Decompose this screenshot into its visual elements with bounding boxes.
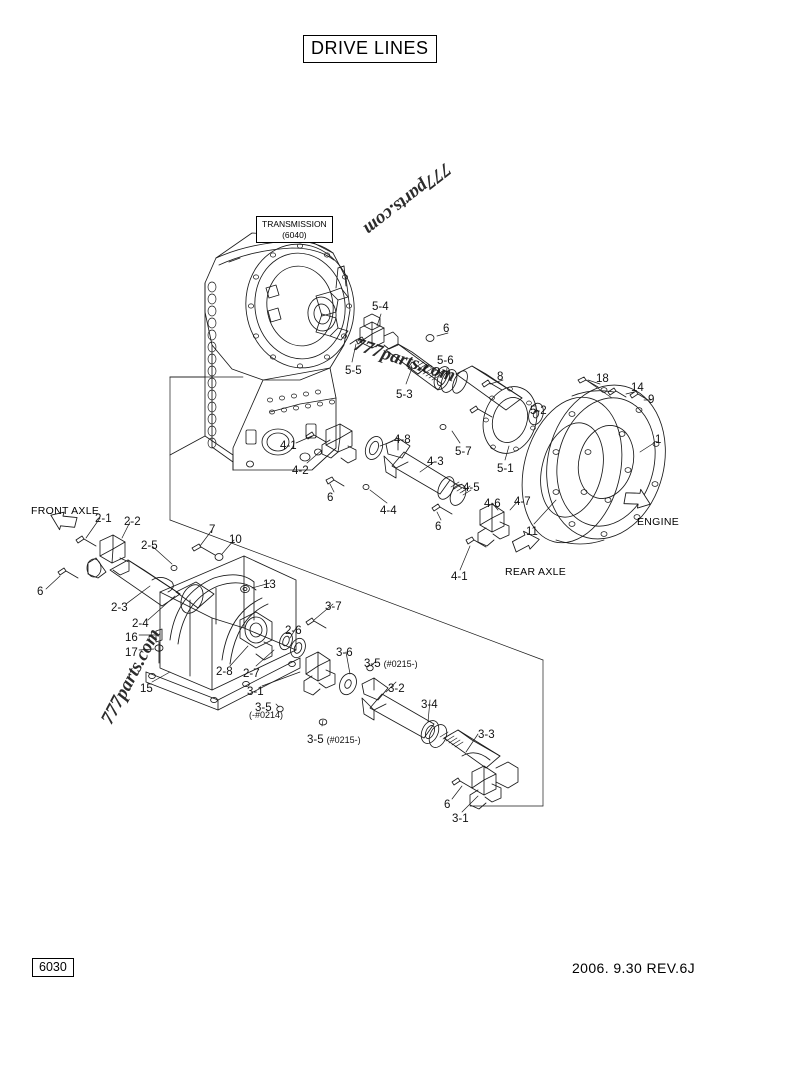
callout-number: 4-2 — [292, 465, 309, 477]
callout-number: 2-3 — [111, 602, 128, 614]
callout-number: 4-8 — [394, 434, 411, 446]
callout-number: 17 — [125, 647, 138, 659]
revision-label: 2006. 9.30 REV.6J — [572, 960, 696, 976]
callout-number: 5-2 — [530, 405, 547, 417]
callout-number: 4-1 — [280, 440, 297, 452]
callout-number: 6 — [327, 492, 334, 504]
callout-number: 15 — [140, 683, 153, 695]
callout-number: 3-6 — [336, 647, 353, 659]
callout-number: 3-4 — [421, 699, 438, 711]
callout-number: 5-3 — [396, 389, 413, 401]
callout-number: 2-2 — [124, 516, 141, 528]
callout-number: 5-1 — [497, 463, 514, 475]
callout-number: 2-8 — [216, 666, 233, 678]
callout-number: 3-3 — [478, 729, 495, 741]
serial-range-note: (#0215-) — [326, 735, 361, 745]
callout-number: 4-5 — [463, 482, 480, 494]
callout-number: 16 — [125, 632, 138, 644]
callout-number: 6 — [443, 323, 450, 335]
callout-number: 2-5 — [141, 540, 158, 552]
callout-number: 6 — [435, 521, 442, 533]
callout-number-with-serial-range: 3-5(#0215-) — [307, 731, 361, 747]
callout-number: 10 — [229, 534, 242, 546]
callout-number: 3-2 — [388, 683, 405, 695]
transmission-reference-box: TRANSMISSION (6040) — [256, 216, 333, 244]
callout-number: 14 — [631, 382, 644, 394]
transmission-box-line1: TRANSMISSION — [262, 219, 327, 229]
callout-number: 4-7 — [514, 496, 531, 508]
callout-number: 2-7 — [243, 668, 260, 680]
callout-number: 7 — [209, 524, 216, 536]
callout-number: 13 — [263, 579, 276, 591]
callout-number: 3-5 — [307, 734, 324, 746]
callout-number: 3-1 — [247, 686, 264, 698]
transmission-box-line2: (6040) — [282, 229, 307, 240]
callout-number: 4-3 — [427, 456, 444, 468]
callout-number: 2-1 — [95, 513, 112, 525]
callout-number: 8 — [497, 371, 504, 383]
page-title: DRIVE LINES — [303, 35, 437, 63]
callout-number: 5-5 — [345, 365, 362, 377]
callout-number: 3-5 — [255, 702, 272, 714]
callout-number: 4-1 — [451, 571, 468, 583]
serial-range-note: (-#0214) — [249, 710, 284, 720]
callout-number: 1 — [655, 434, 662, 446]
callout-number-with-serial-range: 3-5(#0215-) — [364, 655, 418, 671]
callout-number: 3-1 — [452, 813, 469, 825]
engine-label: ENGINE — [637, 516, 680, 528]
callout-number-with-serial-range: 3-5 — [255, 699, 272, 715]
front-axle-label: FRONT AXLE — [31, 505, 100, 517]
callout-number: 4-6 — [484, 498, 501, 510]
rear-axle-label: REAR AXLE — [505, 566, 567, 578]
callout-number: 2-6 — [285, 625, 302, 637]
callout-number: 3-7 — [325, 601, 342, 613]
callout-number: 6 — [37, 586, 44, 598]
callout-number: 5-4 — [372, 301, 389, 313]
callout-number: 5-7 — [455, 446, 472, 458]
callout-number: 5-6 — [437, 355, 454, 367]
callout-number: 18 — [596, 373, 609, 385]
serial-range-note: (#0215-) — [383, 659, 418, 669]
callout-number: 6 — [444, 799, 451, 811]
page-code: 6030 — [32, 958, 74, 977]
callout-number: 11 — [526, 526, 538, 538]
callout-number: 4-4 — [380, 505, 397, 517]
callout-number: 3-5 — [364, 658, 381, 670]
callout-number: 2-4 — [132, 618, 149, 630]
callout-number: 9 — [648, 394, 655, 406]
